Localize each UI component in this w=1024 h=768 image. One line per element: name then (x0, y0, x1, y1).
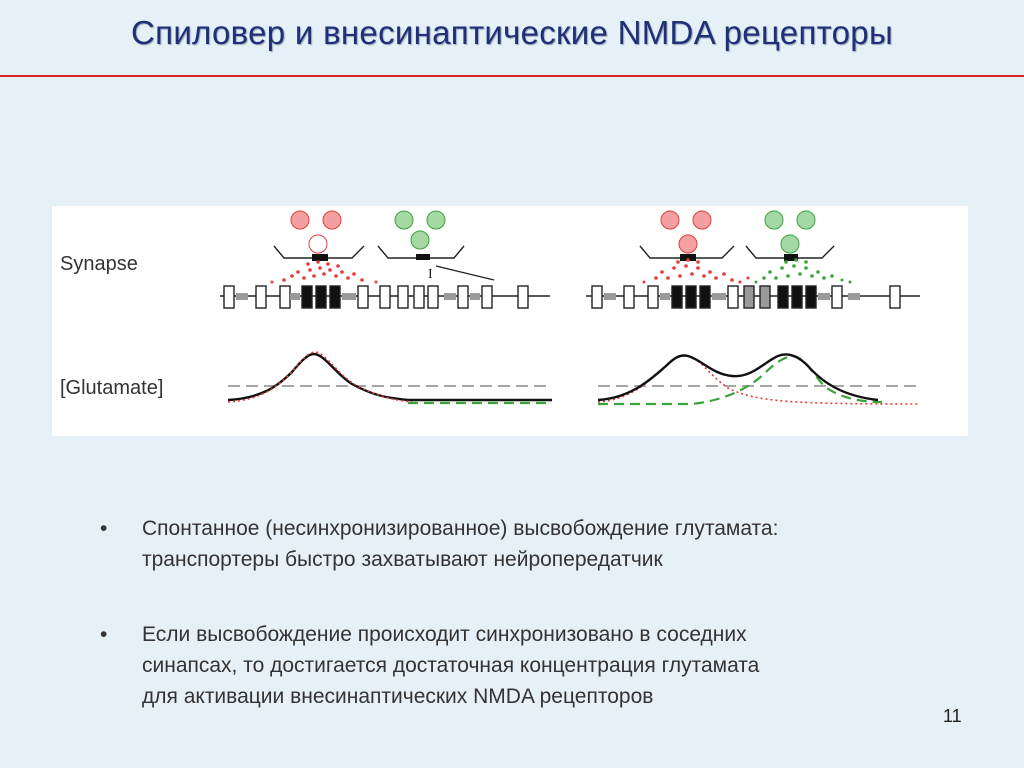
bullet-line: для активации внесинаптических NMDA реце… (142, 685, 654, 708)
grey-transporters-left (236, 293, 480, 300)
bullet-dot: • (100, 517, 108, 540)
bullet-item-1: • Спонтанное (несинхронизированное) высв… (100, 513, 940, 575)
green-release-cloud-right (754, 258, 852, 284)
synapse-label: Synapse (60, 253, 138, 275)
active-zone-green-right (784, 254, 798, 261)
green-trace-right (598, 354, 883, 406)
bullet-line: транспортеры быстро захватывают нейропер… (142, 548, 663, 571)
bullet-text: Если высвобождение происходит синхронизо… (142, 619, 940, 712)
title-divider (0, 75, 1024, 77)
glutamate-trace-left (227, 352, 552, 402)
spillover-figure: Synapse [Glutamate] I (52, 206, 968, 436)
left-panel: I (220, 210, 552, 405)
red-release-cloud-left (270, 260, 378, 284)
green-vesicles-left (394, 210, 446, 250)
active-zone-red-right (680, 254, 696, 261)
bullet-list: • Спонтанное (несинхронизированное) высв… (100, 513, 940, 756)
red-vesicles-left (290, 210, 342, 254)
glutamate-trace-right (597, 353, 879, 402)
glutamate-label: [Glutamate] (60, 377, 163, 399)
green-vesicles-right (764, 210, 816, 254)
bullet-line: Спонтанное (несинхронизированное) высвоб… (142, 517, 779, 540)
bullet-line: синапсах, то достигается достаточная кон… (142, 654, 760, 677)
grey-transporters-right (604, 293, 860, 300)
slide-title: Спиловер и внесинаптические NMDA рецепто… (131, 14, 893, 51)
right-panel (586, 210, 921, 406)
red-trace-right (597, 354, 921, 405)
transporter-marker: I (428, 267, 433, 282)
red-vesicles-right (660, 210, 712, 254)
bullet-line: Если высвобождение происходит синхронизо… (142, 623, 747, 646)
red-trace-left (227, 351, 413, 403)
page-number: 11 (943, 706, 962, 726)
bullet-item-2: • Если высвобождение происходит синхрони… (100, 619, 940, 712)
bullet-text: Спонтанное (несинхронизированное) высвоб… (142, 513, 940, 575)
bullet-dot: • (100, 623, 108, 646)
active-zone-green-left (416, 254, 430, 260)
red-release-cloud-right (642, 258, 750, 284)
receptors-right (591, 285, 901, 309)
membranes-right (639, 245, 835, 259)
receptors-left (223, 285, 529, 309)
active-zone-red-left (312, 254, 328, 261)
